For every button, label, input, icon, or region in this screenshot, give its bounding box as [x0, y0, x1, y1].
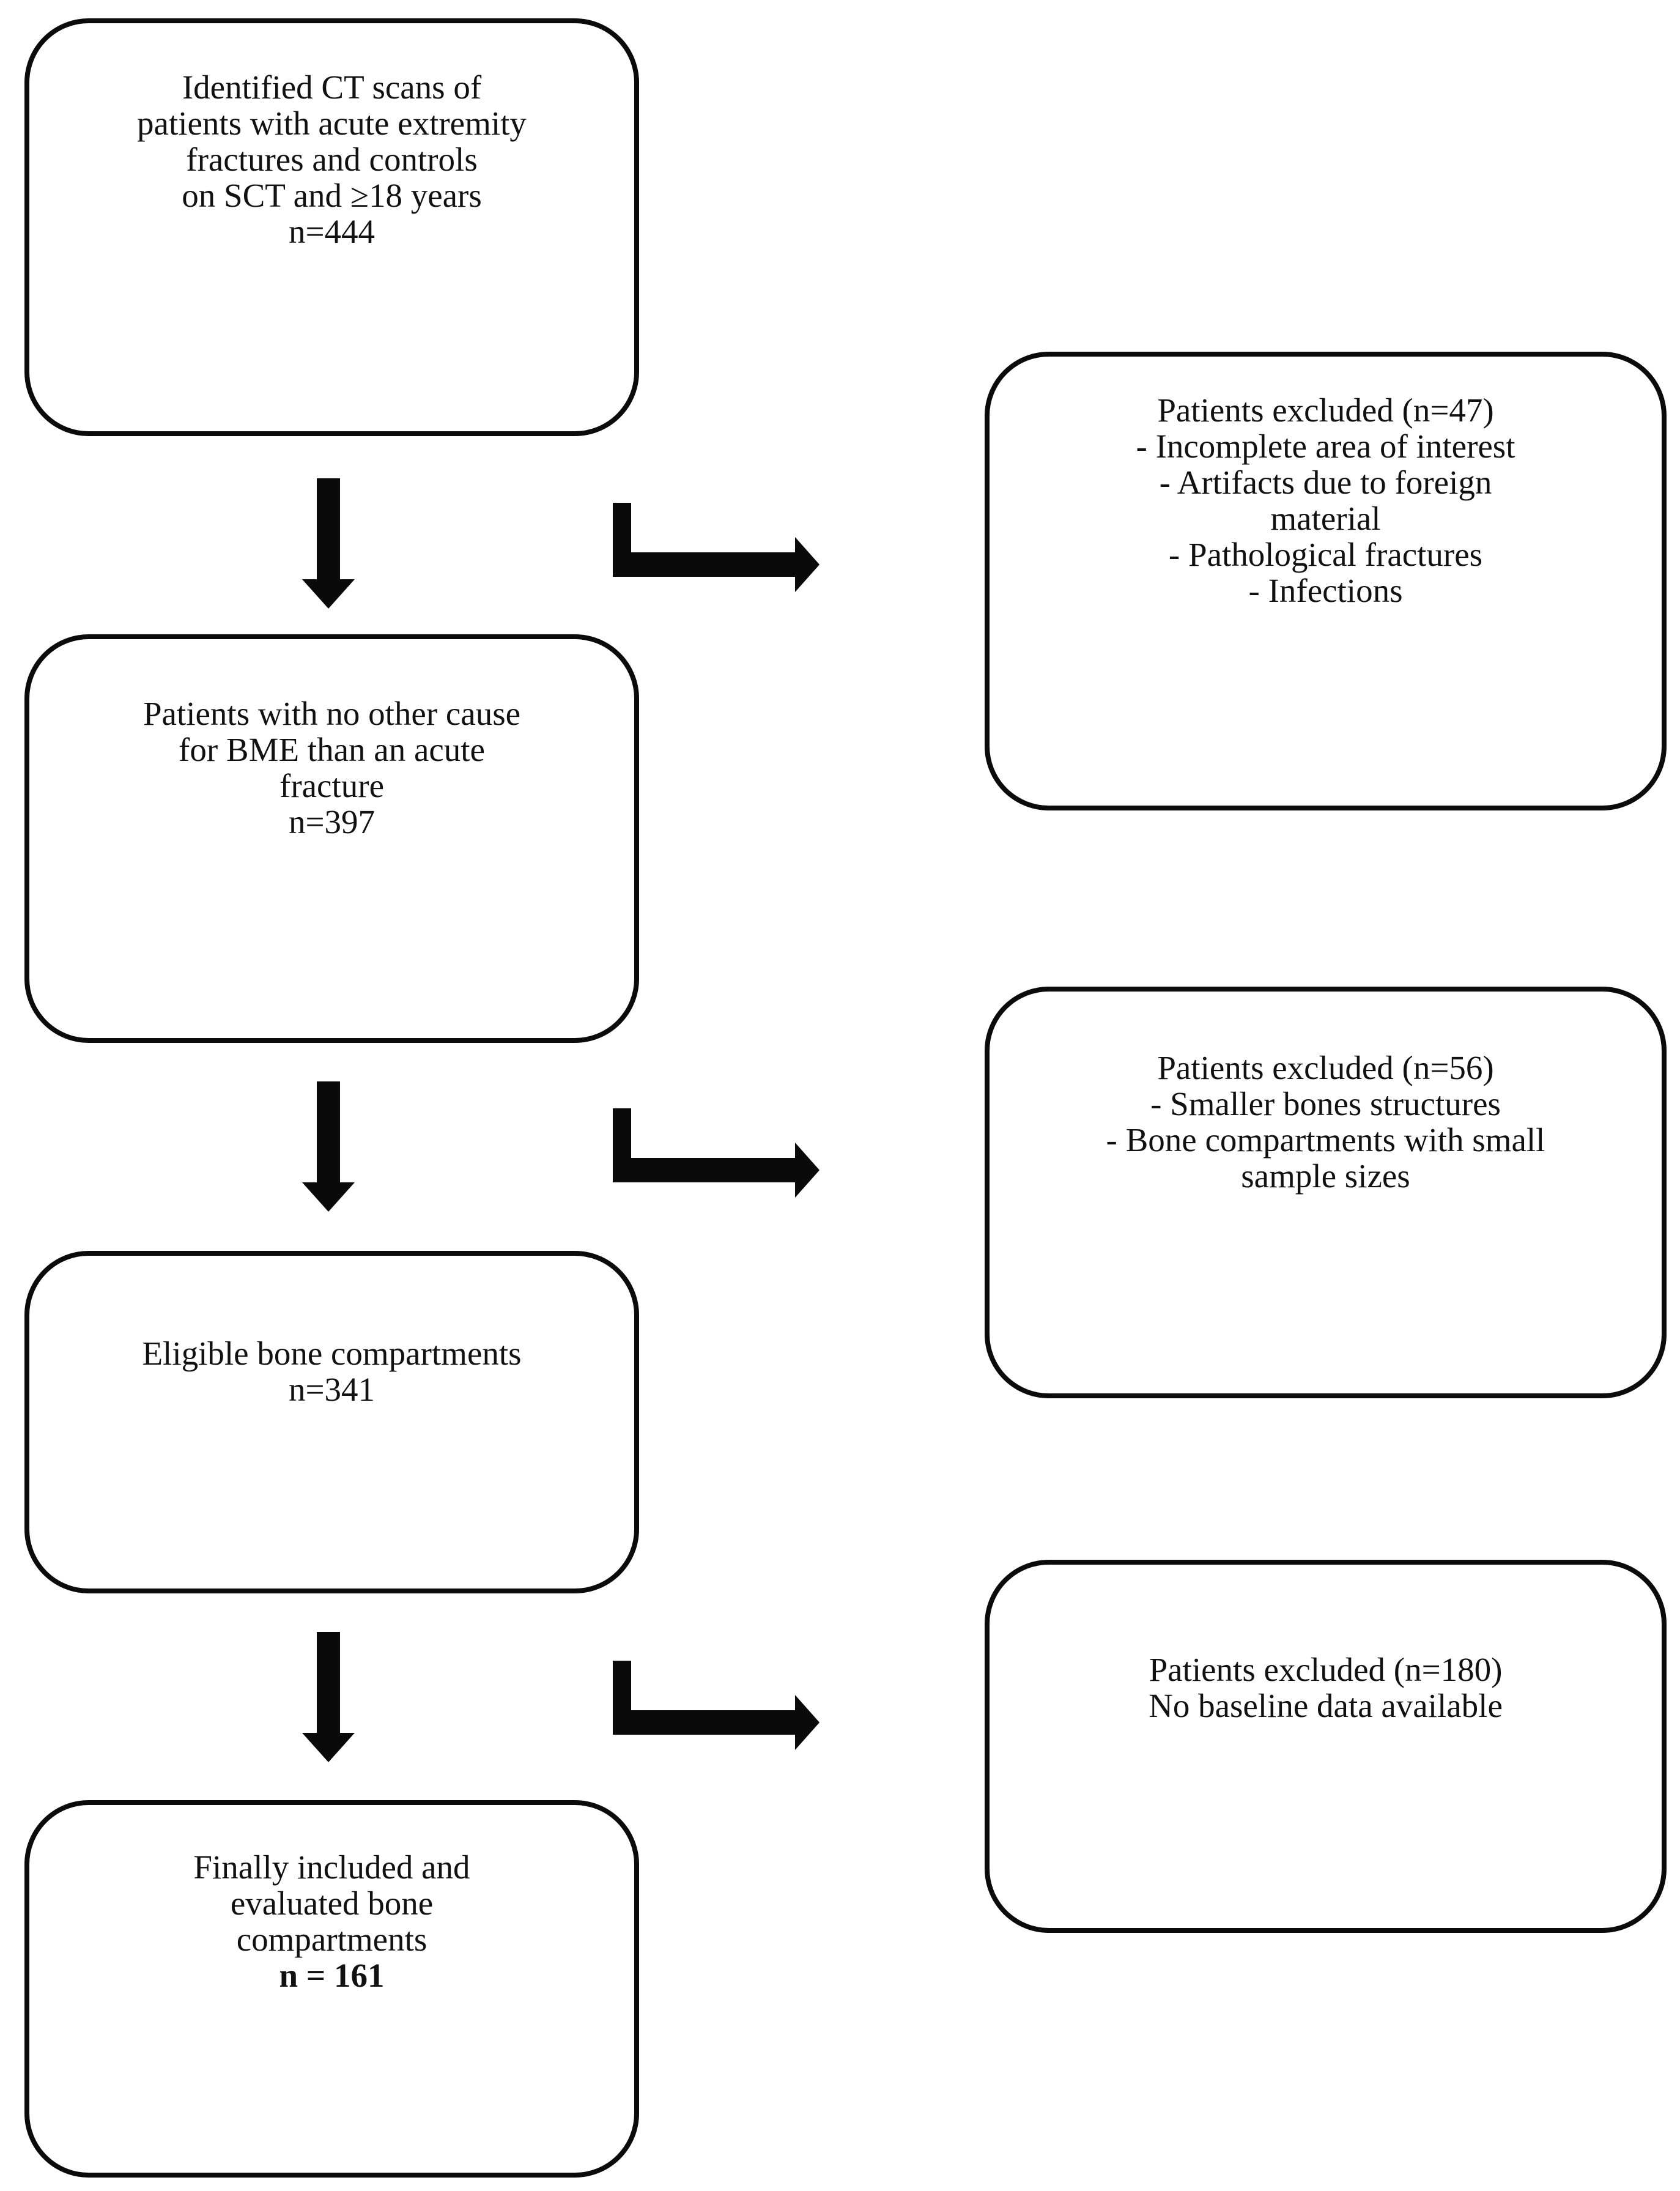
box-line: fracture — [279, 767, 384, 804]
box-line: patients with acute extremity — [137, 105, 527, 142]
box-line: Eligible bone compartments — [142, 1335, 522, 1372]
box-line: evaluated bone — [230, 1885, 434, 1922]
down-arrow-icon — [302, 478, 355, 609]
elbow-right-arrow-icon — [613, 1661, 820, 1750]
down-arrow-icon — [302, 1632, 355, 1762]
box-count: n=397 — [288, 803, 376, 840]
elbow-right-arrow-icon — [613, 503, 820, 592]
box-identified-ct-scans: Identified CT scans of patients with acu… — [24, 18, 639, 436]
box-line: - Smaller bones structures — [1150, 1085, 1501, 1122]
box-finally-included: Finally included and evaluated bone comp… — [24, 1800, 639, 2178]
box-count-final: n = 161 — [279, 1957, 385, 1994]
box-line: Patients excluded (n=56) — [1157, 1049, 1494, 1086]
box-line: fractures and controls — [186, 141, 478, 178]
box-line: Patients excluded (n=47) — [1157, 391, 1494, 429]
box-line: compartments — [236, 1921, 427, 1958]
box-no-other-cause-bme: Patients with no other cause for BME tha… — [24, 634, 639, 1043]
box-line: Patients excluded (n=180) — [1149, 1651, 1503, 1688]
box-excluded-180: Patients excluded (n=180) No baseline da… — [985, 1560, 1667, 1933]
box-line: for BME than an acute — [179, 731, 485, 768]
box-line: - Bone compartments with small — [1106, 1121, 1545, 1159]
box-eligible-bone-compartments: Eligible bone compartments n=341 — [24, 1251, 639, 1593]
box-count: n=341 — [288, 1371, 376, 1408]
box-line: on SCT and ≥18 years — [182, 177, 482, 214]
box-line: - Infections — [1248, 572, 1403, 609]
down-arrow-icon — [302, 1081, 355, 1212]
box-excluded-47: Patients excluded (n=47) - Incomplete ar… — [985, 352, 1667, 810]
box-line: Patients with no other cause — [142, 695, 521, 732]
box-excluded-56: Patients excluded (n=56) - Smaller bones… — [985, 987, 1667, 1398]
box-line: - Incomplete area of interest — [1136, 428, 1515, 465]
box-line: Finally included and — [193, 1848, 470, 1886]
box-line: sample sizes — [1241, 1157, 1410, 1195]
box-line: - Pathological fractures — [1168, 536, 1483, 573]
elbow-right-arrow-icon — [613, 1108, 820, 1198]
box-count: n=444 — [288, 213, 376, 250]
box-line: material — [1270, 500, 1381, 537]
box-line: Identified CT scans of — [182, 69, 482, 106]
box-line: - Artifacts due to foreign — [1159, 464, 1492, 501]
box-line: No baseline data available — [1149, 1687, 1503, 1724]
